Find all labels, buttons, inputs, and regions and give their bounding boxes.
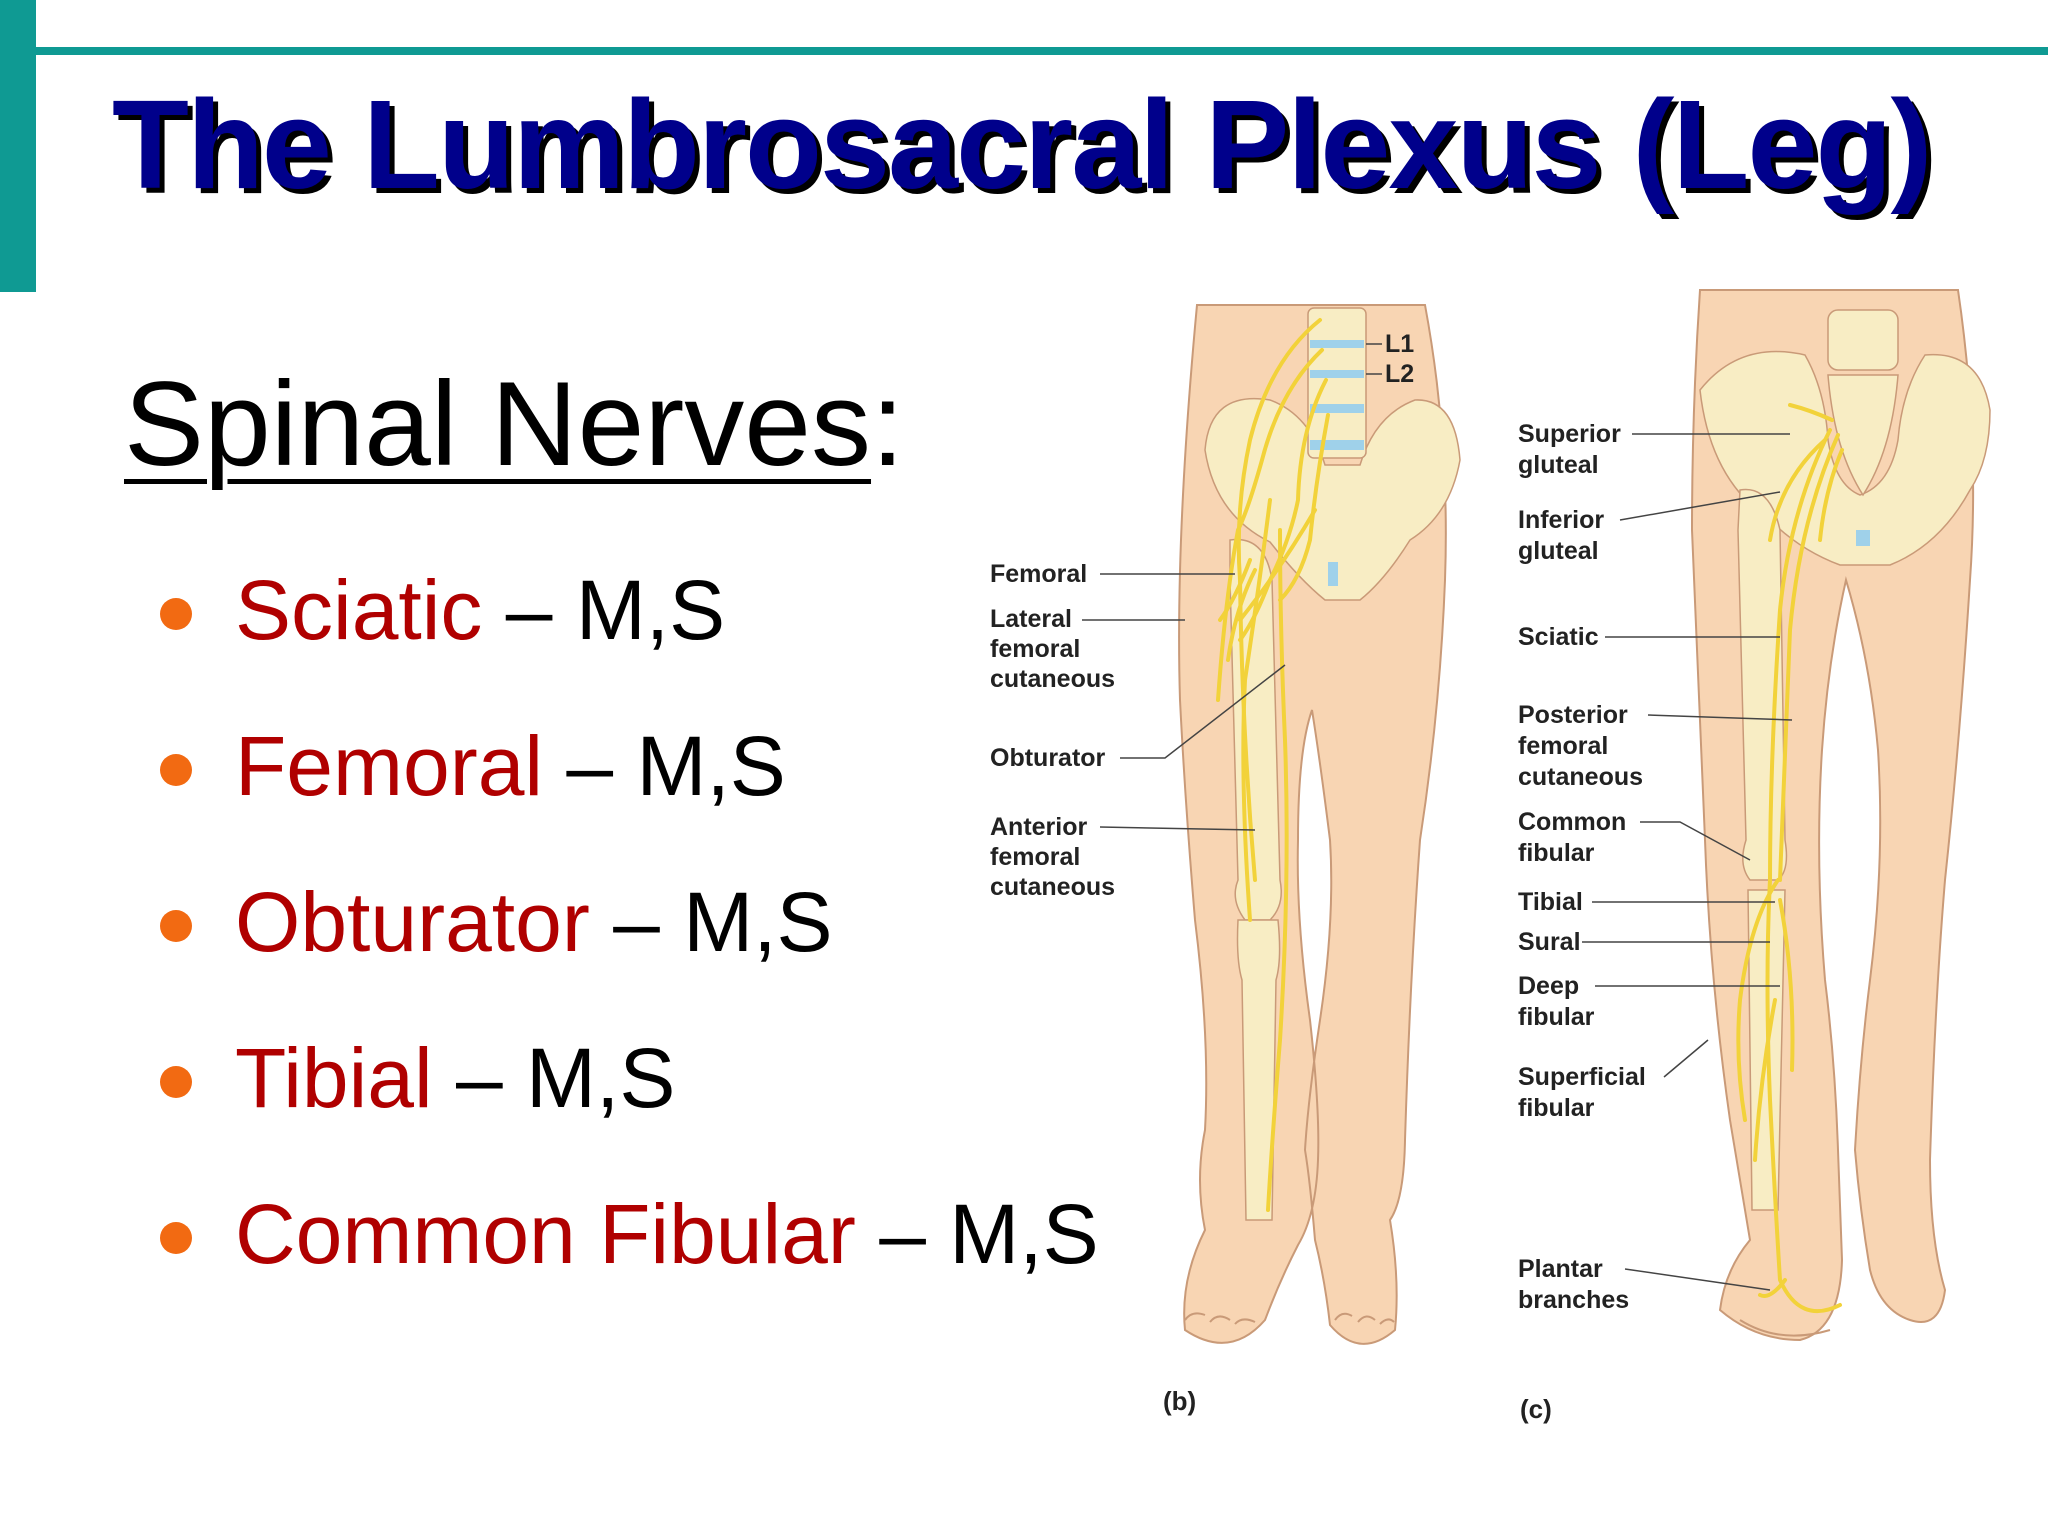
posterior-heel <box>1739 1319 1831 1337</box>
list-item: Obturator – M,S <box>160 872 1099 1028</box>
disc <box>1310 440 1364 450</box>
anterior-left-foot <box>1184 1312 1256 1325</box>
label-lateral-femoral-cutaneous-2: femoral <box>990 635 1080 663</box>
label-posterior-femoral-cutaneous-1: Posterior <box>1518 701 1628 729</box>
leg-nerve-illustration: L1 L2 Femoral Lateral femoral cutaneous … <box>990 289 1991 1424</box>
label-deep-fibular-2: fibular <box>1518 1003 1595 1031</box>
label-superficial-fibular-1: Superficial <box>1518 1063 1646 1091</box>
label-inferior-gluteal-1: Inferior <box>1518 506 1604 534</box>
section-heading: Spinal Nerves: <box>124 355 904 493</box>
label-common-fibular-1: Common <box>1518 808 1626 836</box>
nerve-list: Sciatic – M,S Femoral – M,S Obturator – … <box>160 560 1099 1340</box>
leader-line <box>1663 1039 1709 1078</box>
separator: – <box>566 719 614 813</box>
posterior-view: Superior gluteal Inferior gluteal Sciati… <box>1518 289 1991 1424</box>
bullet-icon <box>160 1066 192 1098</box>
disc <box>1310 370 1364 378</box>
label-superficial-fibular-2: fibular <box>1518 1094 1595 1122</box>
separator: – <box>879 1187 926 1281</box>
label-lateral-femoral-cutaneous-1: Lateral <box>990 605 1072 633</box>
accent-line <box>36 47 2048 55</box>
nerve-function-code: M,S <box>683 875 833 969</box>
label-common-fibular-2: fibular <box>1518 839 1595 867</box>
nerve-name: Common Fibular <box>235 1187 856 1281</box>
list-item: Tibial – M,S <box>160 1028 1099 1184</box>
leader-line <box>1640 821 1751 861</box>
label-lateral-femoral-cutaneous-3: cutaneous <box>990 665 1115 693</box>
label-deep-fibular-1: Deep <box>1518 972 1579 1000</box>
anterior-tibia <box>1236 919 1281 1221</box>
posterior-femur <box>1737 488 1788 881</box>
separator: – <box>613 875 660 969</box>
accent-bar <box>0 0 36 292</box>
nerve-name: Obturator <box>235 875 590 969</box>
anterior-right-foot <box>1334 1312 1395 1325</box>
leader-line <box>1619 491 1781 521</box>
panel-label-c: (c) <box>1520 1394 1552 1424</box>
label-tibial: Tibial <box>1518 888 1583 916</box>
vertebra-label-l1: L1 <box>1385 330 1414 358</box>
anterior-view: L1 L2 Femoral Lateral femoral cutaneous … <box>990 304 1461 1416</box>
disc <box>1310 404 1364 413</box>
label-posterior-femoral-cutaneous-3: cutaneous <box>1518 763 1643 791</box>
label-superior-gluteal-1: Superior <box>1518 420 1621 448</box>
leader-line <box>1624 1268 1771 1291</box>
section-heading-colon: : <box>871 357 905 491</box>
nerve-function-code: M,S <box>636 719 786 813</box>
nerve-name: Femoral <box>235 719 544 813</box>
vertebra-label-l2: L2 <box>1385 360 1414 388</box>
panel-label-b: (b) <box>1163 1386 1196 1416</box>
list-item: Femoral – M,S <box>160 716 1099 872</box>
disc <box>1310 340 1364 348</box>
posterior-nerves <box>1736 403 1844 1314</box>
list-item: Sciatic – M,S <box>160 560 1099 716</box>
nerve-function-code: M,S <box>949 1187 1099 1281</box>
label-sural: Sural <box>1518 928 1581 956</box>
nerve-name: Tibial <box>235 1031 433 1125</box>
label-anterior-femoral-cutaneous-2: femoral <box>990 843 1080 871</box>
leader-line <box>1099 826 1256 831</box>
leader-line <box>1647 714 1793 721</box>
disc <box>1328 562 1338 586</box>
label-sciatic: Sciatic <box>1518 623 1599 651</box>
leader-line <box>1120 664 1286 759</box>
slide-title: The Lumbrosacral Plexus (Leg) <box>112 74 1932 215</box>
label-plantar-branches-1: Plantar <box>1518 1255 1603 1283</box>
bullet-icon <box>160 754 192 786</box>
anterior-lumbar-spine <box>1307 307 1367 459</box>
disc <box>1856 530 1870 546</box>
anterior-nerves <box>1216 318 1330 1212</box>
label-femoral: Femoral <box>990 560 1087 588</box>
label-superior-gluteal-2: gluteal <box>1518 451 1599 479</box>
separator: – <box>455 1031 503 1125</box>
leg-nerve-figure: L1 L2 Femoral Lateral femoral cutaneous … <box>980 280 2040 1440</box>
separator: – <box>505 563 553 657</box>
section-heading-text: Spinal Nerves <box>124 357 872 491</box>
posterior-sacrum <box>1827 374 1899 497</box>
bullet-icon <box>160 910 192 942</box>
nerve-function-code: M,S <box>575 563 726 657</box>
bullet-icon <box>160 598 192 630</box>
nerve-function-code: M,S <box>526 1031 676 1125</box>
label-anterior-femoral-cutaneous-3: cutaneous <box>990 873 1115 901</box>
label-anterior-femoral-cutaneous-1: Anterior <box>990 813 1088 841</box>
list-item: Common Fibular – M,S <box>160 1184 1099 1340</box>
bullet-icon <box>160 1222 192 1254</box>
posterior-lumbar-spine <box>1827 309 1899 371</box>
label-plantar-branches-2: branches <box>1518 1286 1629 1314</box>
label-obturator: Obturator <box>990 744 1106 772</box>
label-inferior-gluteal-2: gluteal <box>1518 537 1599 565</box>
label-posterior-femoral-cutaneous-2: femoral <box>1518 732 1608 760</box>
nerve-name: Sciatic <box>235 563 483 657</box>
